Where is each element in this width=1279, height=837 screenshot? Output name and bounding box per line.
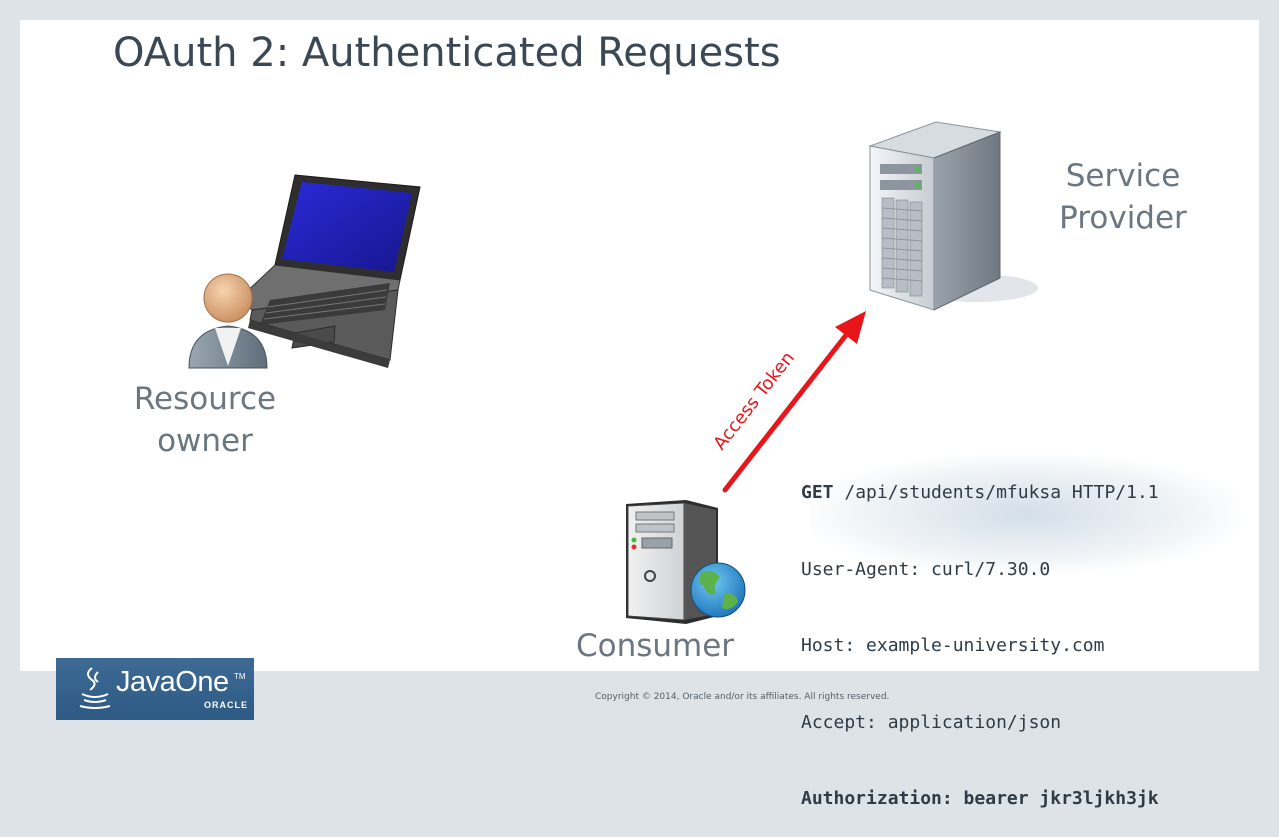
copyright-text: Copyright © 2014, Oracle and/or its affi… (595, 692, 890, 702)
javaone-logo: JavaOne TM ORACLE (56, 658, 254, 720)
logo-wordmark: JavaOne (116, 666, 229, 698)
http-request-block: GET /api/students/mfuksa HTTP/1.1 User-A… (801, 429, 1159, 837)
resource-owner-label-line2: owner (157, 423, 253, 459)
consumer-label: Consumer (560, 625, 750, 667)
resource-owner-label-line1: Resource (133, 381, 277, 417)
java-cup-icon (79, 667, 111, 709)
server-tower-icon (868, 121, 1038, 311)
header-user-agent: User-Agent: curl/7.30.0 (801, 558, 1051, 580)
service-provider-label: Service Provider (1044, 155, 1202, 239)
logo-company: ORACLE (204, 700, 248, 710)
code-highlight (810, 455, 1240, 573)
slide-title: OAuth 2: Authenticated Requests (113, 30, 781, 76)
request-line: GET /api/students/mfuksa HTTP/1.1 (801, 480, 1159, 506)
laptop-icon (240, 174, 421, 368)
request-method: GET (801, 482, 834, 503)
request-path: /api/students/mfuksa HTTP/1.1 (833, 482, 1159, 503)
service-provider-label-line1: Service (1065, 158, 1181, 194)
user-avatar-icon (188, 273, 268, 369)
consumer-label-line1: Consumer (575, 628, 735, 664)
header-authorization: Authorization: bearer jkr3ljkh3jk (801, 788, 1159, 809)
web-server-globe-icon (626, 500, 746, 624)
service-provider-label-line2: Provider (1059, 200, 1187, 236)
resource-owner-label: Resource owner (120, 378, 290, 462)
header-accept: Accept: application/json (801, 711, 1062, 733)
logo-trademark: TM (234, 672, 246, 681)
header-host: Host: example-university.com (801, 635, 1105, 656)
